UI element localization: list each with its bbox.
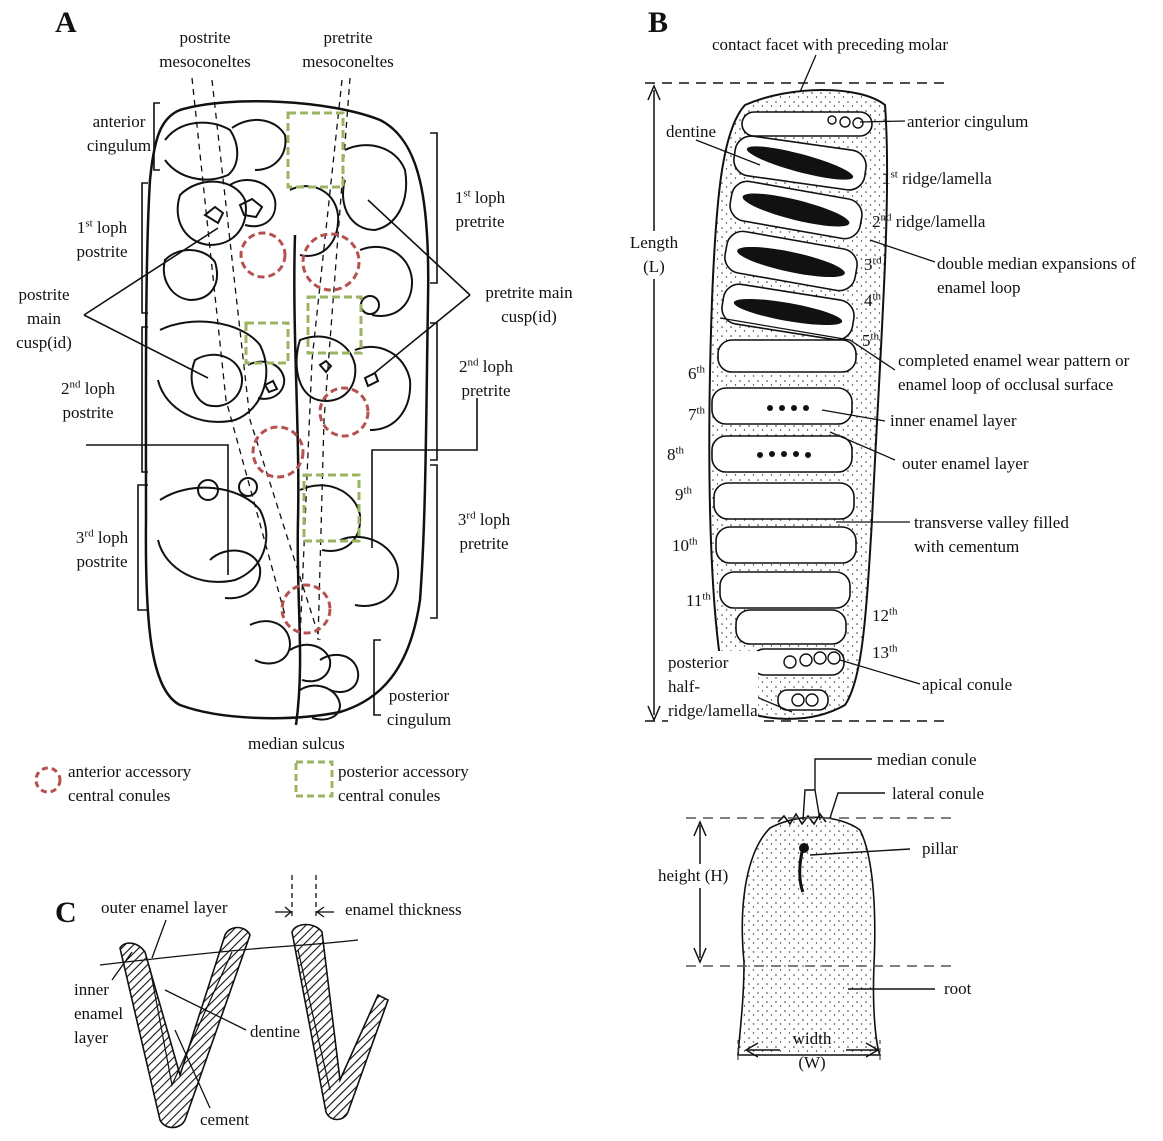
panel-letter-c: C (55, 896, 77, 930)
median-sulcus-label: median sulcus (248, 732, 345, 756)
outer-enamel-label-b: outer enamel layer (902, 452, 1029, 476)
median-conule-label: median conule (877, 748, 977, 772)
ordinal-4: 4th (864, 289, 881, 313)
length-label: Length(L) (618, 231, 690, 279)
loph3-pretrite-label: 3rd loph pretrite (444, 508, 524, 556)
ordinal-11: 11th (686, 589, 711, 613)
ordinal-12: 12th (872, 604, 898, 628)
width-label: width(W) (782, 1027, 842, 1075)
apical-conule-label: apical conule (922, 673, 1012, 697)
lateral-conule-label: lateral conule (892, 782, 984, 806)
ordinal-13: 13th (872, 641, 898, 665)
posterior-conule-markers (246, 113, 361, 541)
dentine-label-c: dentine (250, 1020, 300, 1044)
loph3-postrite-label: 3rd loph postrite (62, 526, 142, 574)
dentine-label-b: dentine (666, 120, 716, 144)
ordinal-9: 9th (675, 483, 692, 507)
panel-letter-a: A (55, 6, 77, 40)
contact-facet-label: contact facet with preceding molar (712, 33, 948, 57)
ordinal-6: 6th (688, 362, 705, 386)
ridge1-label: 1st ridge/lamella (882, 167, 992, 191)
legend-anterior-swatch (36, 768, 60, 792)
loph2-pretrite-label: 2nd loph pretrite (446, 355, 526, 403)
loph1-postrite-label: 1st loph postrite (62, 216, 142, 264)
loph2-postrite-label: 2nd loph postrite (48, 377, 128, 425)
ordinal-7: 7th (688, 403, 705, 427)
ordinal-10: 10th (672, 534, 698, 558)
cement-label: cement (200, 1108, 249, 1132)
enamel-thickness-label: enamel thickness (345, 898, 462, 922)
panel-a-leaders (84, 103, 477, 715)
pillar-label: pillar (922, 837, 958, 861)
anterior-cingulum-label-b: anterior cingulum (907, 110, 1028, 134)
ordinal-3: 3rd (864, 253, 882, 277)
height-label: height (H) (658, 864, 728, 888)
outer-enamel-label-c: outer enamel layer (101, 896, 228, 920)
ordinal-5: 5th (862, 329, 879, 353)
ordinal-8: 8th (667, 443, 684, 467)
inner-enamel-label-b: inner enamel layer (890, 409, 1017, 433)
legend-posterior-swatch (296, 762, 332, 796)
root-label: root (944, 977, 971, 1001)
ridge2-label: 2nd ridge/lamella (872, 210, 985, 234)
loph1-pretrite-label: 1st loph pretrite (440, 186, 520, 234)
panel-letter-b: B (648, 6, 668, 40)
